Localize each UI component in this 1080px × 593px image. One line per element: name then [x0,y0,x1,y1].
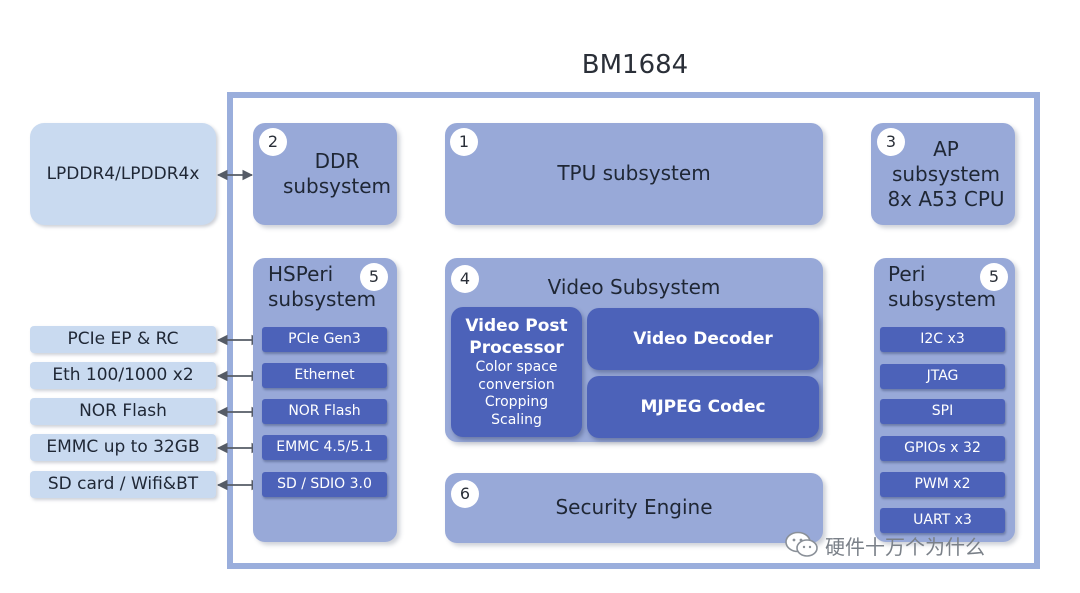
hsperi-label-line: subsystem [268,287,377,311]
hsperi-port-nor-flash: NOR Flash [262,399,387,424]
external-interface-label: PCIe EP & RC [67,329,179,349]
block-number-badge: 6 [451,480,479,508]
external-interface-label: EMMC up to 32GB [46,437,200,457]
external-interface-label: NOR Flash [79,401,167,421]
mjpeg-codec-label: MJPEG Codec [640,397,766,417]
hsperi-port-emmc: EMMC 4.5/5.1 [262,435,387,460]
vpp-title: Video Post Processor [451,315,582,359]
external-memory-block: LPDDR4/LPDDR4x [30,123,216,225]
tpu-subsystem-label: TPU subsystem [557,161,711,185]
security-engine-block: 6 Security Engine [445,473,823,543]
ap-label-line: AP [933,137,959,161]
hsperi-port-ethernet: Ethernet [262,363,387,388]
block-number-badge: 4 [451,265,479,293]
watermark: 硬件十万个为什么 [785,528,985,562]
peri-port-pwm: PWM x2 [880,472,1005,497]
external-interface-pcie: PCIe EP & RC [30,326,216,353]
hsperi-subsystem-block: 5 HSPeri subsystem PCIe Gen3 Ethernet NO… [253,258,397,542]
peri-port-i2c: I2C x3 [880,327,1005,352]
peri-port-gpio: GPIOs x 32 [880,436,1005,461]
ap-label-line: 8x A53 CPU [887,187,1005,211]
block-number-badge: 3 [877,128,905,156]
peri-port-jtag: JTAG [880,364,1005,389]
vpp-description: Color space conversion Cropping Scaling [451,359,582,429]
peri-label-line: subsystem [888,287,997,311]
ap-subsystem-label: AP subsystem 8x A53 CPU [881,137,1011,212]
peri-subsystem-block: 5 Peri subsystem I2C x3 JTAG SPI GPIOs x… [874,258,1015,542]
external-memory-label: LPDDR4/LPDDR4x [46,164,200,184]
ddr-label-line: DDR [314,149,360,173]
block-number-badge: 5 [360,263,388,291]
external-interface-ethernet: Eth 100/1000 x2 [30,362,216,389]
hsperi-port-sdio: SD / SDIO 3.0 [262,472,387,497]
security-engine-label: Security Engine [555,495,713,519]
mjpeg-codec-block: MJPEG Codec [587,376,819,438]
watermark-text: 硬件十万个为什么 [825,534,985,559]
peri-label-line: Peri [888,262,926,286]
vpp-title-line: Processor [469,338,564,358]
video-decoder-block: Video Decoder [587,308,819,370]
hsperi-subsystem-label: HSPeri subsystem [268,262,376,312]
ap-subsystem-block: 3 AP subsystem 8x A53 CPU [871,123,1015,225]
video-subsystem-block: 4 Video Subsystem Video Post Processor C… [445,258,823,442]
ddr-subsystem-block: 2 DDR subsystem [253,123,397,225]
hsperi-label-line: HSPeri [268,262,334,286]
vpp-description-line: Scaling [491,411,542,428]
video-subsystem-label: Video Subsystem [547,275,721,299]
wechat-icon [785,531,818,557]
ddr-label-line: subsystem [282,174,392,198]
vpp-description-line: Color space [475,359,558,375]
peri-port-spi: SPI [880,399,1005,424]
external-interface-label: Eth 100/1000 x2 [52,365,194,385]
peri-port-uart: UART x3 [880,508,1005,533]
video-decoder-label: Video Decoder [633,329,773,349]
hsperi-port-pcie: PCIe Gen3 [262,327,387,352]
ap-label-line: subsystem [891,162,1001,186]
peri-subsystem-label: Peri subsystem [888,262,996,312]
block-number-badge: 1 [450,128,478,156]
external-interface-nor-flash: NOR Flash [30,398,216,425]
tpu-subsystem-block: 1 TPU subsystem [445,123,823,225]
block-number-badge: 5 [980,263,1008,291]
block-number-badge: 2 [259,128,287,156]
external-interface-label: SD card / Wifi&BT [47,474,199,494]
external-interface-emmc: EMMC up to 32GB [30,434,216,461]
vpp-title-line: Video Post [465,316,568,336]
vpp-description-line: conversion [478,376,555,393]
video-post-processor-block: Video Post Processor Color space convers… [451,307,582,437]
ddr-subsystem-label: DDR subsystem [281,149,393,199]
chip-title: BM1684 [581,50,689,80]
vpp-description-line: Cropping [484,394,549,410]
external-interface-sd-wifi-bt: SD card / Wifi&BT [30,471,216,498]
